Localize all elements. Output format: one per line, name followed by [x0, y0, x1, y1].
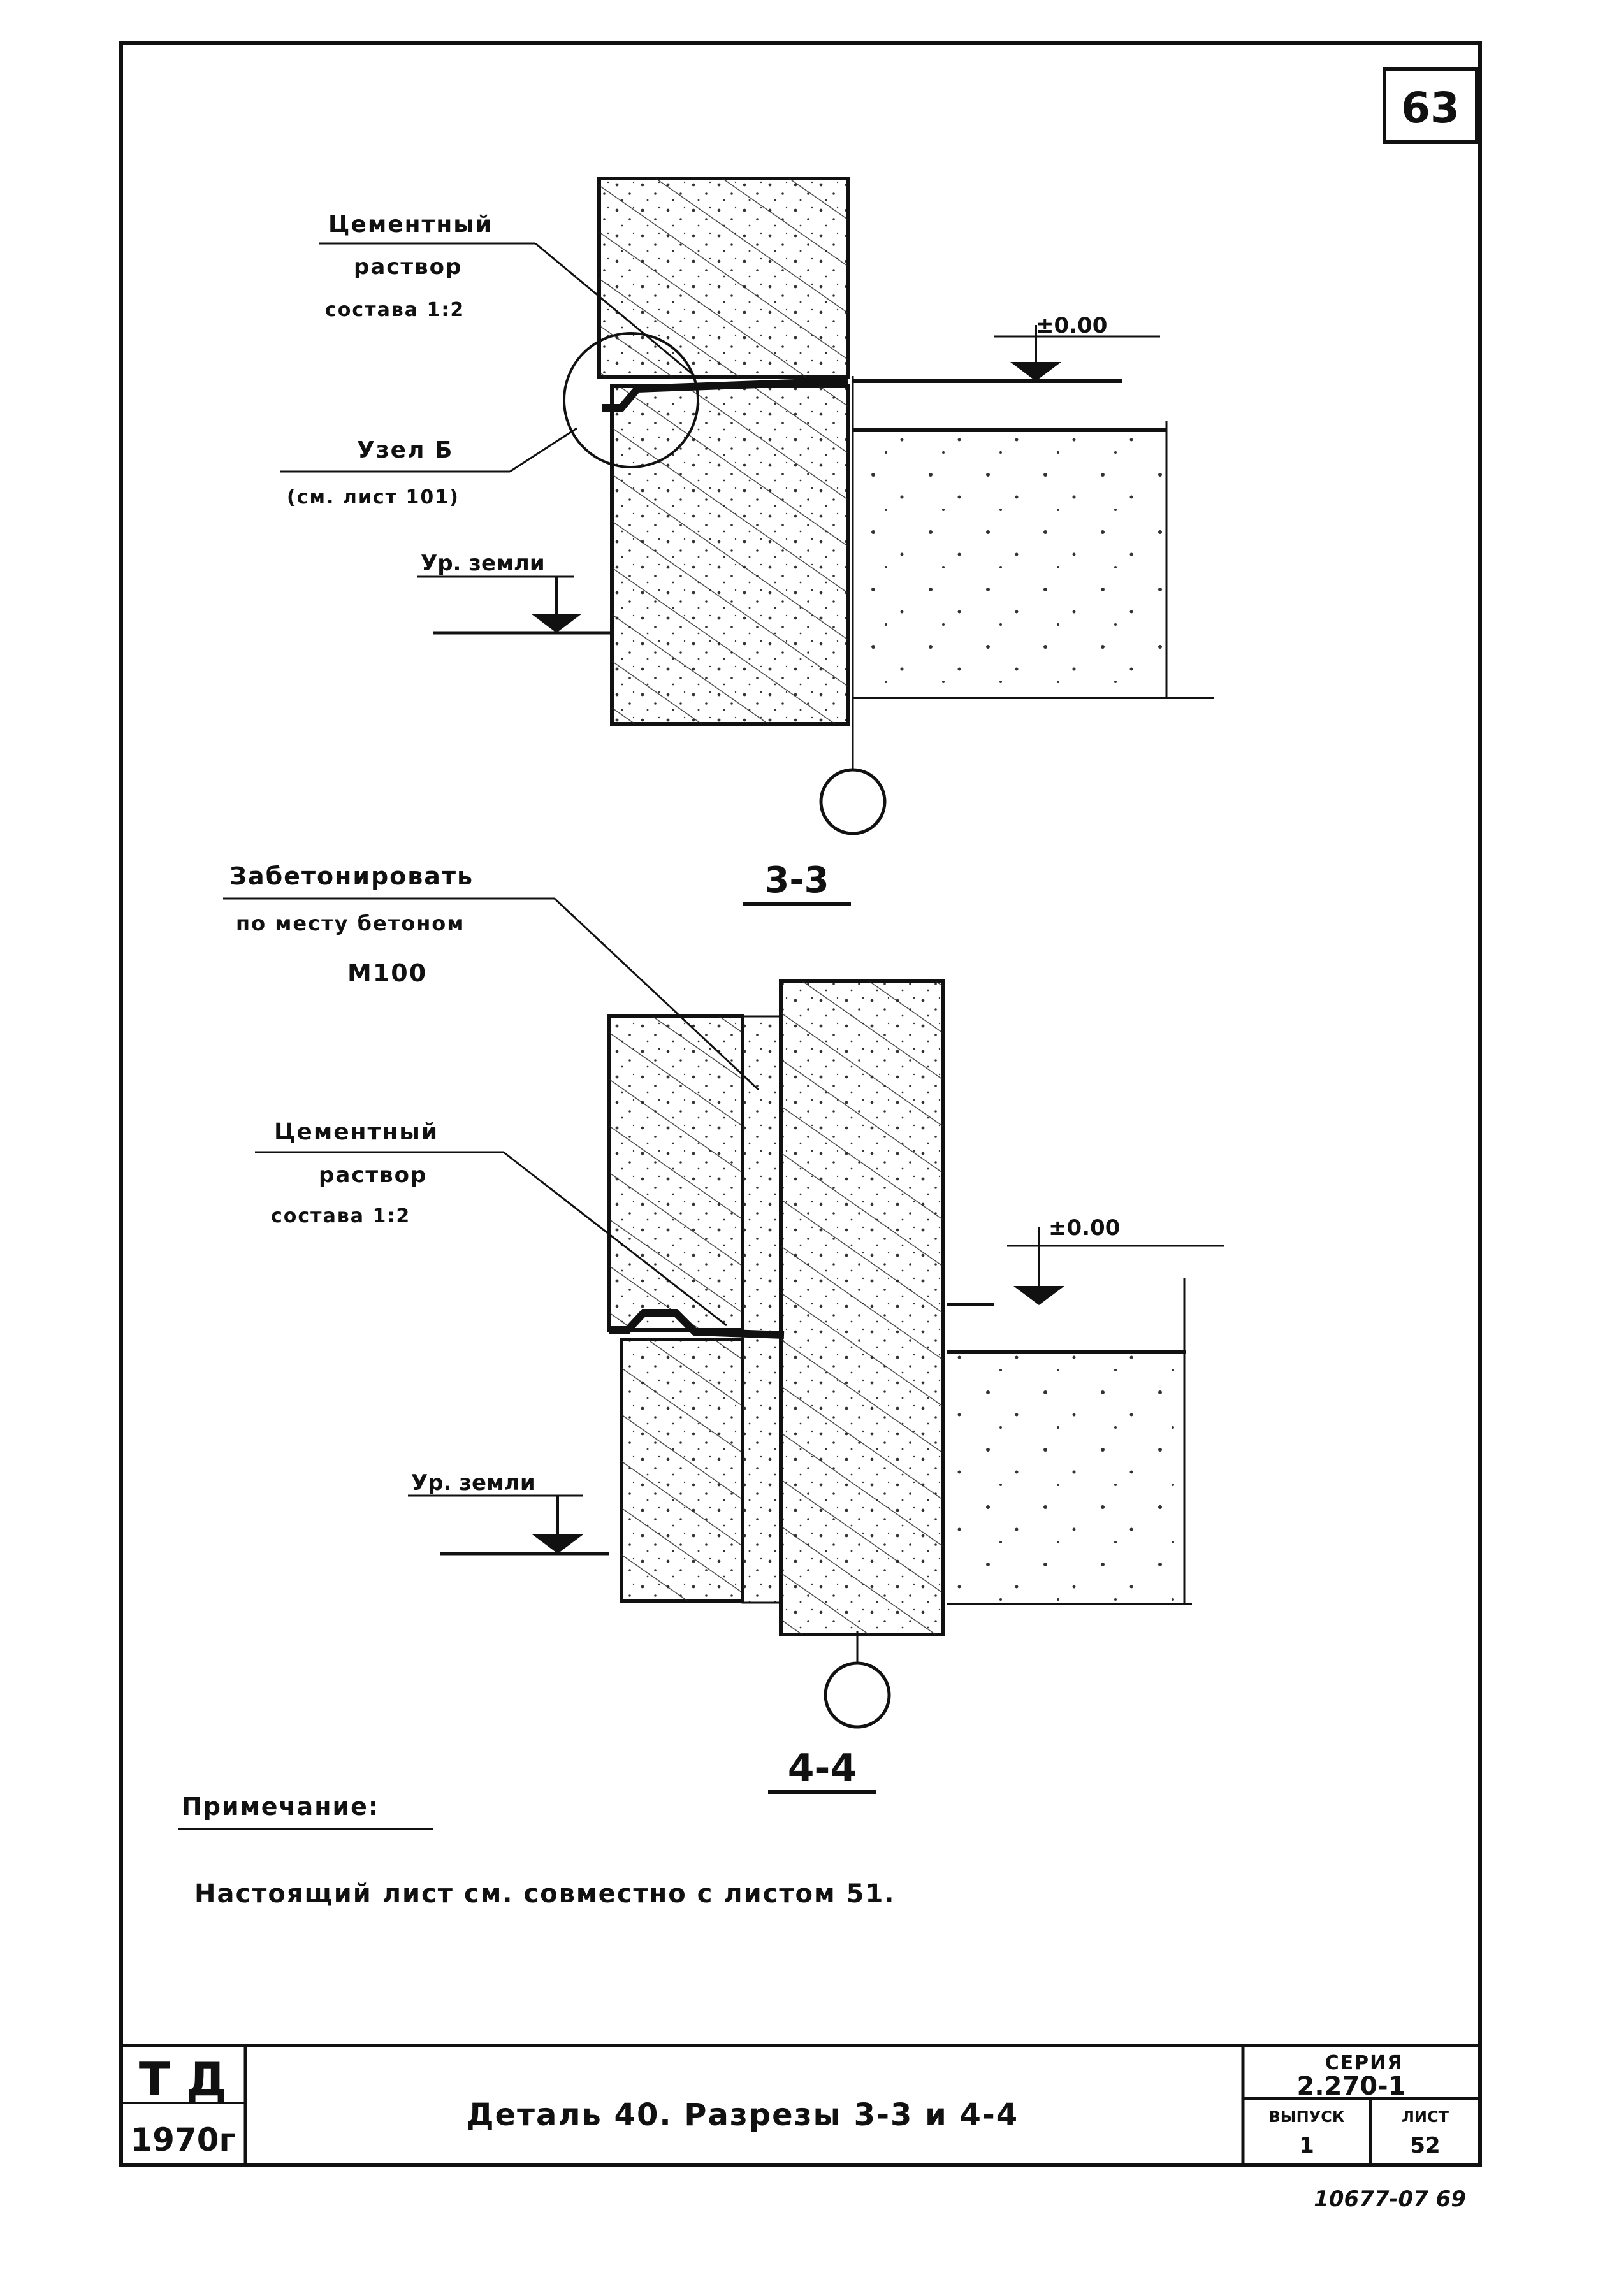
node-label-line1: Узел Б [357, 437, 453, 463]
mortar-label-4-4-line2: раствор [319, 1162, 427, 1188]
level-zero-marker-4-4: ±0.00 [1007, 1215, 1224, 1305]
mortar-callout-4-4: Цементный раствор состава 1:2 [255, 1119, 727, 1327]
concrete-label-line3: М100 [347, 959, 427, 987]
corner-number: 63 [1401, 83, 1460, 133]
sheet-title: Деталь 40. Разрезы 3-3 и 4-4 [467, 2097, 1019, 2133]
mortar-label-3-3-line2: раствор [354, 254, 462, 280]
level-zero-marker-3-3: ±0.00 [994, 313, 1160, 381]
section-caption-4-4: 4-4 [788, 1746, 857, 1791]
node-b-circle [563, 332, 699, 468]
mortar-label-4-4-line3: состава 1:2 [271, 1205, 410, 1227]
note-block: Примечание: Настоящий лист см. совместно… [178, 1793, 895, 1909]
issue-label: ВЫПУСК [1269, 2108, 1345, 2126]
archive-number: 10677-07 69 [1314, 2186, 1466, 2212]
note-text: Настоящий лист см. совместно с листом 51… [194, 1879, 895, 1909]
sheet-frame [119, 41, 1482, 2167]
stamp-year: 1970г [130, 2121, 235, 2158]
section-3-3: ±0.00 Ур. земли Цементный раствор состав… [280, 177, 1214, 906]
floor-fill [853, 430, 1165, 698]
in-situ-concrete [741, 1015, 782, 1604]
ground-level-marker-3-3: Ур. земли [417, 551, 612, 635]
series-value: 2.270-1 [1297, 2072, 1406, 2101]
section-4-4: ±0.00 Ур. земли Забетонировать по месту … [223, 862, 1224, 1794]
series-label: СЕРИЯ [1325, 2052, 1404, 2074]
ground-level-label-4-4: Ур. земли [411, 1470, 535, 1496]
title-block: Т Д 1970г Деталь 40. Разрезы 3-3 и 4-4 С… [121, 2044, 1480, 2165]
sheet-number-value: 52 [1410, 2133, 1440, 2158]
mortar-joint [602, 377, 848, 412]
mortar-callout-3-3: Цементный раствор состава 1:2 [319, 212, 695, 377]
ground-level-marker-4-4: Ур. земли [408, 1470, 609, 1556]
mortar-label-3-3-line3: состава 1:2 [325, 299, 465, 321]
issue-value: 1 [1299, 2133, 1314, 2158]
floor-fill-4-4 [947, 1352, 1179, 1604]
axis-marker-4-4 [824, 1661, 891, 1729]
mortar-joint-4-4 [609, 1309, 785, 1339]
node-label-line2: (см. лист 101) [287, 486, 460, 509]
sheet-number-label: ЛИСТ [1402, 2108, 1449, 2126]
stamp-top: Т Д [139, 2053, 227, 2106]
mortar-label-4-4-line1: Цементный [274, 1119, 439, 1145]
level-zero-label-3-3: ±0.00 [1036, 313, 1107, 338]
section-caption-3-3: 3-3 [764, 860, 829, 901]
mortar-label-3-3-line1: Цементный [328, 212, 493, 238]
node-callout-3-3: Узел Б (см. лист 101) [280, 427, 577, 509]
concrete-label-line1: Забетонировать [229, 862, 474, 890]
level-zero-label-4-4: ±0.00 [1049, 1215, 1120, 1241]
concrete-label-line2: по месту бетоном [236, 911, 465, 935]
corner-number-box: 63 [1383, 67, 1479, 144]
axis-marker-3-3 [819, 768, 887, 835]
note-heading: Примечание: [182, 1793, 379, 1821]
concrete-callout-4-4: Забетонировать по месту бетоном М100 [223, 862, 760, 1091]
ground-level-label-3-3: Ур. земли [421, 551, 545, 576]
